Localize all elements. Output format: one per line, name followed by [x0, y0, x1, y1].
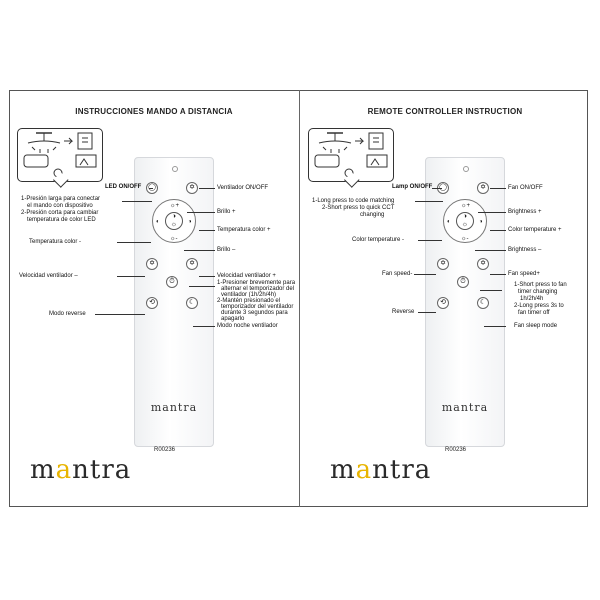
label-lamp-desc-2: 2-Short press to quick CCT — [322, 205, 395, 211]
timer-button[interactable]: ⏱ — [457, 276, 469, 288]
panel-title: REMOTE CONTROLLER INSTRUCTION — [367, 107, 523, 116]
lamp-button[interactable]: ◯ — [437, 182, 449, 194]
label-reverse: Reverse — [392, 309, 415, 315]
light-dial: ☼+ ◐ ◑ ☼- ◑☼ — [443, 199, 487, 243]
label-sleep: Modo noche ventilador — [217, 323, 278, 329]
ir-emitter — [463, 166, 469, 172]
label-lamp-desc-2: el mando con dispositivo — [27, 203, 93, 209]
ir-emitter — [172, 166, 178, 172]
label-timer-4: 2-Mantén presionado el — [217, 298, 281, 304]
brightness-down-icon[interactable]: ☼- — [461, 236, 469, 242]
label-fan-speed-down: Velocidad ventilador – — [19, 273, 78, 279]
color-temp-plus-icon[interactable]: ◑ — [188, 219, 192, 225]
label-timer-2: alternar el temporizador del — [221, 286, 295, 292]
fan-speed-down-icon: ✡ — [149, 260, 155, 267]
sleep-button[interactable]: ☾ — [186, 297, 198, 309]
timer-icon: ⏱ — [460, 278, 466, 285]
label-lamp: Lamp ON/OFF — [392, 184, 433, 190]
label-fan-speed-down: Fan speed- — [382, 271, 413, 277]
brand-logo-left: mantra — [30, 455, 131, 485]
brand-logo-text: mantra — [330, 455, 432, 485]
color-temp-icon[interactable]: ◑☼ — [165, 212, 183, 230]
lamp-icon: ◯ — [148, 184, 156, 191]
label-brightness-down: Brillo – — [217, 247, 236, 253]
panel-spanish: INSTRUCCIONES MANDO A DISTANCIA ◯ ✡ ☼+ ◐… — [9, 90, 299, 507]
brightness-up-icon[interactable]: ☼+ — [461, 203, 471, 209]
label-lamp-desc-3: changing — [360, 212, 385, 218]
light-dial: ☼+ ◐ ◑ ☼- ◑☼ — [152, 199, 196, 243]
sleep-icon: ☾ — [188, 299, 196, 306]
label-timer-2: timer changing — [518, 289, 558, 295]
label-lamp-desc-1: 1-Presión larga para conectar — [21, 196, 101, 202]
label-lamp-desc-3: 2-Presión corta para cambiar — [21, 210, 99, 216]
label-lamp-desc-1: 1-Long press to code matching — [312, 198, 395, 204]
label-timer-1: 1-Presioner brevemente para — [217, 280, 296, 286]
remote-control: ◯ ✡ ☼+ ◐ ◑ ☼- ◑☼ ✡ ✡ ⏱ ⟲ ☾ mantra — [425, 157, 505, 447]
sleep-button[interactable]: ☾ — [477, 297, 489, 309]
reverse-button[interactable]: ⟲ — [146, 297, 158, 309]
color-temp-minus-icon[interactable]: ◐ — [447, 219, 451, 225]
brand-logo-right: mantra — [330, 455, 431, 485]
label-reverse: Modo reverse — [49, 311, 86, 317]
color-temp-plus-icon[interactable]: ◑ — [479, 219, 483, 225]
label-timer-5: fan timer off — [518, 310, 550, 316]
panel-english: REMOTE CONTROLLER INSTRUCTION ◯ ✡ ☼+ ◐ ◑… — [300, 90, 590, 507]
fan-speed-up-icon: ✡ — [189, 260, 195, 267]
label-timer-4: 2-Long press 3s to — [514, 303, 564, 309]
color-temp-minus-icon[interactable]: ◐ — [156, 219, 160, 225]
brightness-up-icon[interactable]: ☼+ — [170, 203, 180, 209]
label-sleep: Fan sleep mode — [514, 323, 558, 329]
label-brightness-down: Brightness – — [508, 247, 542, 253]
fan-speed-up-icon: ✡ — [480, 260, 486, 267]
label-lamp-desc-4: temperatura de color LED — [27, 217, 96, 223]
sleep-icon: ☾ — [479, 299, 487, 306]
brand-logo-text: mantra — [30, 455, 132, 485]
label-fan-onoff: Fan ON/OFF — [508, 185, 543, 191]
fan-speed-up-button[interactable]: ✡ — [477, 258, 489, 270]
label-lamp: LED ON/OFF — [105, 184, 142, 190]
label-timer-7: apagarlo — [221, 316, 245, 322]
fan-onoff-button[interactable]: ✡ — [186, 182, 198, 194]
fan-speed-down-button[interactable]: ✡ — [146, 258, 158, 270]
brand-accent-letter: a — [55, 455, 73, 485]
label-fan-speed-up: Fan speed+ — [508, 271, 540, 277]
fan-onoff-button[interactable]: ✡ — [477, 182, 489, 194]
brand-accent-letter: a — [355, 455, 373, 485]
remote-logo: mantra — [441, 401, 489, 414]
remote-control: ◯ ✡ ☼+ ◐ ◑ ☼- ◑☼ ✡ ✡ ⏱ ⟲ ☾ mantra — [134, 157, 214, 447]
reverse-icon: ⟲ — [440, 299, 446, 306]
fan-speed-down-icon: ✡ — [440, 260, 446, 267]
reverse-icon: ⟲ — [149, 299, 155, 306]
sheet-frame — [9, 90, 588, 507]
label-color-temp-plus: Temperatura color + — [217, 227, 271, 233]
fan-speed-down-button[interactable]: ✡ — [437, 258, 449, 270]
brightness-down-icon[interactable]: ☼- — [170, 236, 178, 242]
label-color-temp-plus: Color temperature + — [508, 227, 562, 233]
label-color-temp-minus: Color temperature - — [352, 237, 405, 243]
panel-title: INSTRUCCIONES MANDO A DISTANCIA — [75, 107, 233, 116]
timer-button[interactable]: ⏱ — [166, 276, 178, 288]
timer-icon: ⏱ — [169, 278, 175, 285]
fan-icon: ✡ — [189, 184, 195, 191]
label-timer-5: temporizador del ventilador — [221, 304, 294, 310]
label-fan-onoff: Ventilador ON/OFF — [217, 185, 269, 191]
label-brightness-up: Brillo + — [217, 209, 236, 215]
model-number: R00236 — [445, 447, 467, 453]
label-timer-3: 1h/2h/4h — [520, 296, 544, 302]
label-timer-1: 1-Short press to fan — [514, 282, 567, 288]
label-timer-3: ventilador (1h/2h/4h) — [221, 292, 277, 298]
label-brightness-up: Brightness + — [508, 209, 542, 215]
panel-divider — [299, 90, 300, 507]
remote-logo: mantra — [150, 401, 198, 414]
label-fan-speed-up: Velocidad ventilador + — [217, 273, 276, 279]
reverse-button[interactable]: ⟲ — [437, 297, 449, 309]
fan-speed-up-button[interactable]: ✡ — [186, 258, 198, 270]
label-color-temp-minus: Temperatura color - — [29, 239, 82, 245]
fan-icon: ✡ — [480, 184, 486, 191]
label-timer-6: durante 3 segundos para — [221, 310, 288, 316]
lamp-icon: ◯ — [439, 184, 447, 191]
color-temp-icon[interactable]: ◑☼ — [456, 212, 474, 230]
model-number: R00236 — [154, 447, 176, 453]
